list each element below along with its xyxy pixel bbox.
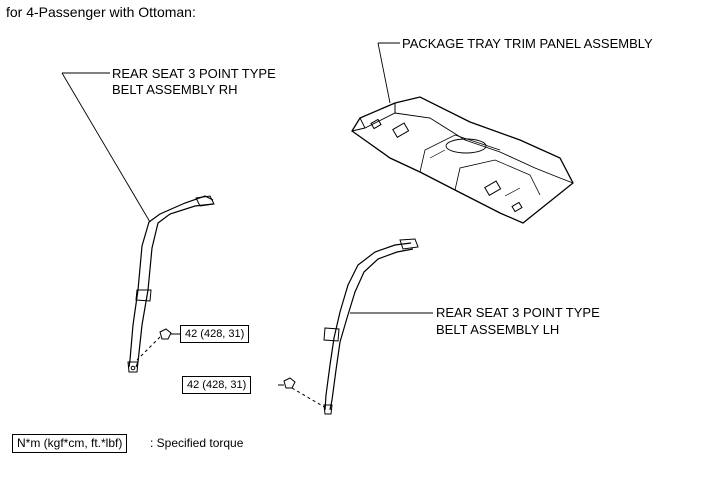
torque-box-rh: 42 (428, 31) xyxy=(180,325,250,343)
bolt-rh xyxy=(136,328,180,361)
rear-seat-belt-rh xyxy=(127,195,215,373)
leader-package-tray xyxy=(377,42,400,104)
label-belt-lh-line2: BELT ASSEMBLY LH xyxy=(436,322,560,337)
label-belt-rh-line1: REAR SEAT 3 POINT TYPE xyxy=(112,66,276,81)
torque-box-lh: 42 (428, 31) xyxy=(182,376,252,394)
package-tray-trim-panel xyxy=(351,96,574,224)
label-belt-rh-line2: BELT ASSEMBLY RH xyxy=(112,82,238,97)
page-heading: for 4-Passenger with Ottoman: xyxy=(6,4,196,20)
legend-unit-box: N*m (kgf*cm, ft.*lbf) xyxy=(12,434,128,453)
rear-seat-belt-lh xyxy=(323,238,419,415)
label-package-tray: PACKAGE TRAY TRIM PANEL ASSEMBLY xyxy=(402,36,653,51)
bolt-lh xyxy=(278,377,327,409)
legend-unit-description: : Specified torque xyxy=(150,436,244,450)
label-belt-lh-line1: REAR SEAT 3 POINT TYPE xyxy=(436,305,600,320)
leader-belt-rh xyxy=(61,72,151,223)
